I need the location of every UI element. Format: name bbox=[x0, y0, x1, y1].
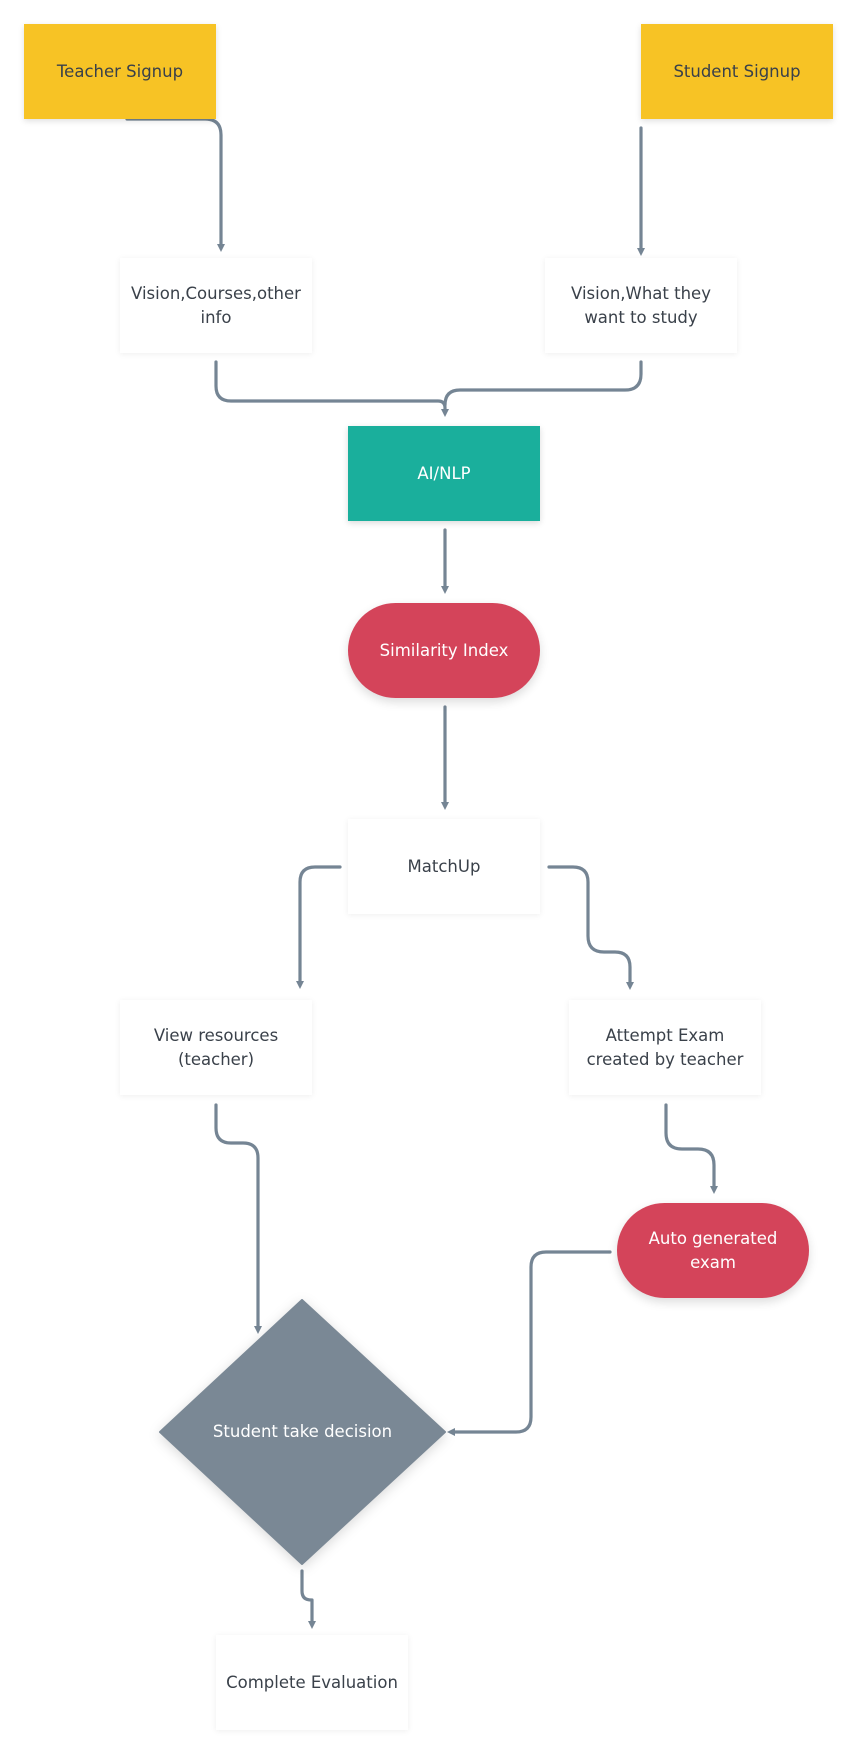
complete-evaluation-node[interactable]: Complete Evaluation bbox=[216, 1635, 408, 1730]
view-resources-node[interactable]: View resources (teacher) bbox=[120, 1000, 312, 1095]
ai-nlp-label: AI/NLP bbox=[417, 463, 471, 483]
student-info-node[interactable]: Vision,What they want to study bbox=[545, 258, 737, 353]
matchup-label: MatchUp bbox=[407, 856, 481, 876]
connector-student-info-to-ai bbox=[443, 360, 643, 407]
attempt-exam-label: Attempt Exam created by teacher bbox=[586, 1025, 744, 1069]
connector-decision-to-evaluation bbox=[300, 1569, 316, 1629]
student-signup-node[interactable]: Student Signup bbox=[641, 24, 833, 119]
auto-generated-exam-label: Auto generated exam bbox=[648, 1228, 778, 1272]
ai-nlp-node[interactable]: AI/NLP bbox=[348, 426, 540, 521]
auto-generated-exam-node[interactable]: Auto generated exam bbox=[617, 1203, 809, 1298]
teacher-signup-node[interactable]: Teacher Signup bbox=[24, 24, 216, 119]
teacher-signup-label: Teacher Signup bbox=[56, 61, 184, 81]
student-decision-node[interactable]: Student take decision bbox=[180, 1400, 425, 1464]
teacher-info-label: Vision,Courses,other info bbox=[131, 283, 301, 327]
similarity-index-node[interactable]: Similarity Index bbox=[348, 603, 540, 698]
student-info-label: Vision,What they want to study bbox=[571, 283, 711, 327]
attempt-exam-node[interactable]: Attempt Exam created by teacher bbox=[569, 1000, 761, 1095]
connector-attempt-exam-to-auto-exam bbox=[664, 1103, 718, 1194]
view-resources-label: View resources (teacher) bbox=[153, 1025, 279, 1069]
connector-view-resources-to-decision bbox=[214, 1103, 262, 1334]
complete-evaluation-label: Complete Evaluation bbox=[226, 1672, 398, 1692]
similarity-index-label: Similarity Index bbox=[379, 640, 509, 660]
connector-matchup-to-attempt-exam bbox=[547, 865, 634, 990]
connector-teacher-info-to-ai bbox=[214, 360, 449, 417]
teacher-info-node[interactable]: Vision,Courses,other info bbox=[120, 258, 312, 353]
matchup-node[interactable]: MatchUp bbox=[348, 819, 540, 914]
connector-teacher-signup-to-info bbox=[125, 117, 225, 252]
decision-diamond-shape bbox=[159, 1299, 446, 1565]
connector-matchup-to-view-resources bbox=[296, 865, 342, 989]
connector-auto-exam-to-decision bbox=[447, 1250, 612, 1436]
student-signup-label: Student Signup bbox=[673, 61, 801, 81]
student-decision-label: Student take decision bbox=[212, 1422, 393, 1441]
